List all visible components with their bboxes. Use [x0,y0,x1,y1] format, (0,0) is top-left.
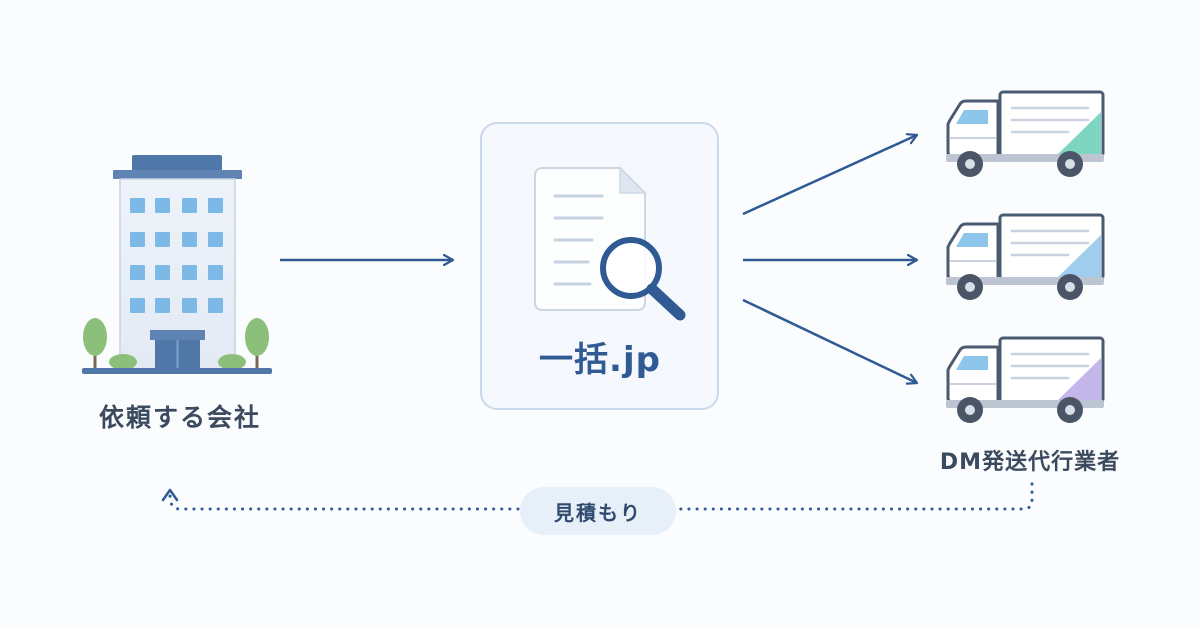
quote-badge: 見積もり [520,487,676,535]
building-window [130,265,145,280]
vendor-label: DM発送代行業者 [939,450,1121,475]
service-name: 一括.jp [539,340,661,380]
return-arrowhead-icon [161,488,179,502]
building-window [155,265,170,280]
client-label: 依頼する会社 [98,403,261,432]
tree-icon [245,318,269,368]
delivery-truck-icon [946,213,1105,300]
delivery-truck-icon [946,90,1105,177]
arrow-to-vendor-1 [742,135,917,216]
tree-icon [83,318,107,368]
building-window [130,232,145,247]
building-window [182,265,197,280]
building-window [130,198,145,213]
building-window [182,232,197,247]
building-window [182,198,197,213]
building-window [130,298,145,313]
office-building-icon [82,155,272,374]
building-window [208,298,223,313]
delivery-truck-icon [946,336,1105,423]
document-search-icon [534,166,686,321]
building-window [155,298,170,313]
building-window [155,232,170,247]
building-window [155,198,170,213]
quote-return-path [168,482,1034,511]
building-window [208,232,223,247]
building-window [208,198,223,213]
arrow-to-vendor-3 [742,298,917,383]
building-window [208,265,223,280]
building-window [182,298,197,313]
